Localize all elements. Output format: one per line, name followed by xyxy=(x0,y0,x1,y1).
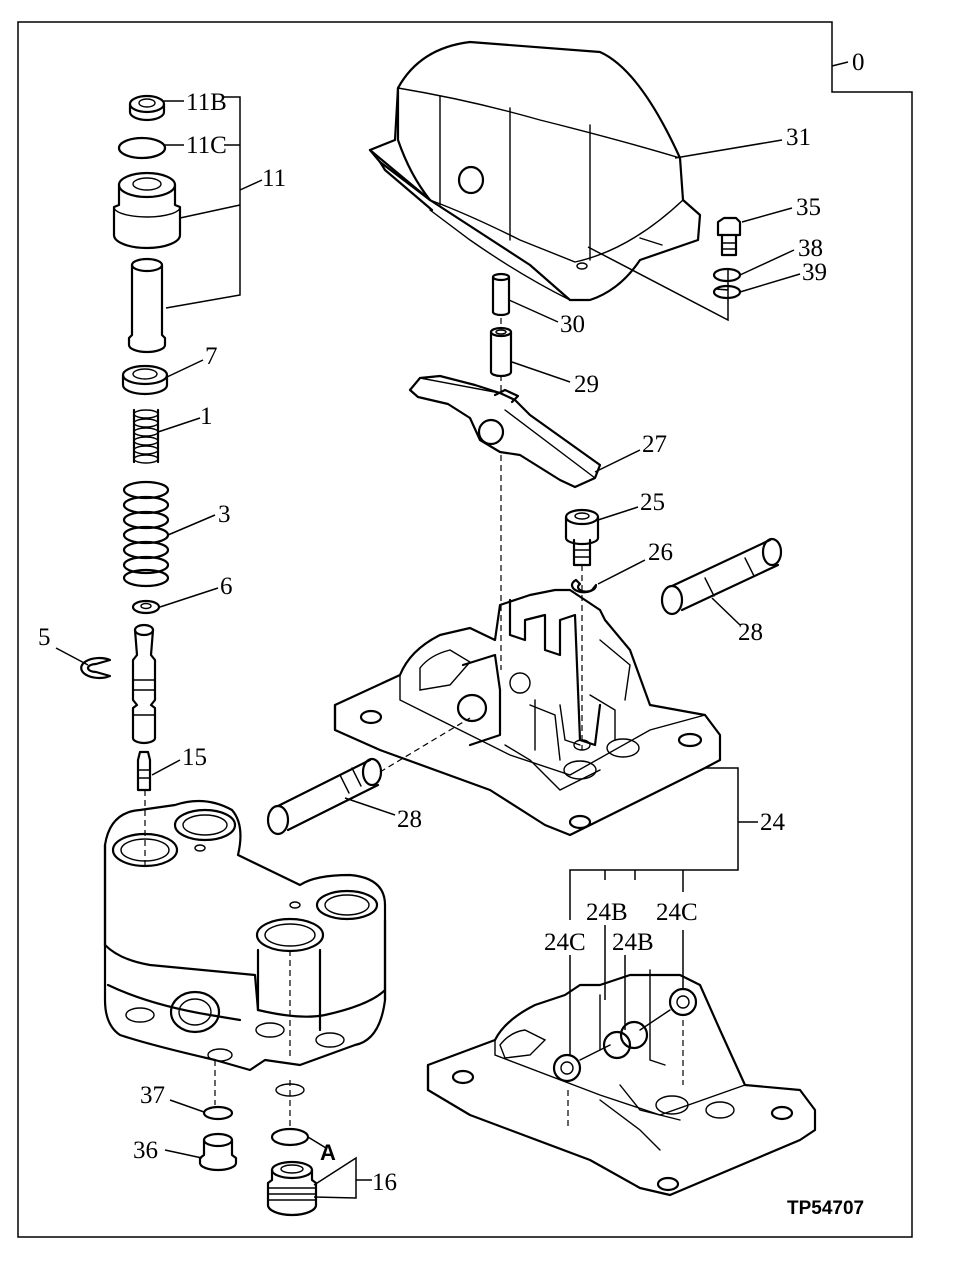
label-A: A xyxy=(320,1140,336,1165)
part-15-pin xyxy=(136,750,152,792)
part-25-cap-screw xyxy=(564,508,600,567)
part-30-pin xyxy=(491,272,511,317)
label-29: 29 xyxy=(574,371,599,398)
label-38: 38 xyxy=(798,235,823,262)
part-24-base-bottom-view xyxy=(426,969,817,1197)
label-24B-lower: 24B xyxy=(612,929,654,956)
part-5-clip xyxy=(80,656,112,680)
label-24C-left: 24C xyxy=(544,929,586,956)
part-11C-o-ring xyxy=(117,136,167,160)
part-37-o-ring xyxy=(202,1105,234,1121)
label-37: 37 xyxy=(140,1082,165,1109)
part-A-o-ring xyxy=(270,1127,310,1147)
label-28-lower: 28 xyxy=(397,806,422,833)
part-38-o-ring xyxy=(712,267,742,283)
part-35-bolt xyxy=(716,216,742,257)
label-31: 31 xyxy=(786,124,811,151)
figure-code: TP54707 xyxy=(787,1198,864,1219)
label-27: 27 xyxy=(642,431,667,458)
part-16-plug xyxy=(266,1160,318,1217)
part-27-lever-arm xyxy=(408,374,602,489)
label-24B-upper: 24B xyxy=(586,899,628,926)
label-0: 0 xyxy=(852,49,865,76)
label-39: 39 xyxy=(802,259,827,286)
label-15: 15 xyxy=(182,744,207,771)
label-7: 7 xyxy=(205,343,218,370)
part-39-o-ring xyxy=(712,284,742,300)
part-29-sleeve xyxy=(489,326,513,378)
part-3-outer-spring xyxy=(122,480,170,588)
label-24: 24 xyxy=(760,809,786,836)
part-plunger xyxy=(127,257,167,354)
label-24C-right: 24C xyxy=(656,899,698,926)
label-5: 5 xyxy=(38,624,51,651)
part-1-inner-spring xyxy=(132,408,160,464)
label-16: 16 xyxy=(372,1169,397,1196)
label-25: 25 xyxy=(640,489,665,516)
label-36: 36 xyxy=(133,1137,158,1164)
label-11: 11 xyxy=(262,165,286,192)
part-valve-body xyxy=(103,790,387,1130)
part-36-plug xyxy=(198,1132,238,1172)
part-7-spring-seat xyxy=(121,364,169,396)
part-28-pin-lower xyxy=(266,717,471,836)
label-28-upper: 28 xyxy=(738,619,763,646)
label-1: 1 xyxy=(200,403,213,430)
label-11C: 11C xyxy=(186,132,227,159)
label-6: 6 xyxy=(220,573,233,600)
label-35: 35 xyxy=(796,194,821,221)
diagram-frame xyxy=(17,21,913,1238)
part-spool xyxy=(131,623,157,745)
part-11B-seal xyxy=(128,94,166,122)
part-11-bushing xyxy=(112,171,182,250)
part-24-base-plate xyxy=(333,588,722,837)
part-31-cover xyxy=(368,40,702,302)
part-28-pin-upper xyxy=(660,537,783,616)
label-26: 26 xyxy=(648,539,673,566)
label-11B: 11B xyxy=(186,89,227,116)
label-30: 30 xyxy=(560,311,585,338)
part-6-washer xyxy=(131,599,161,615)
label-3: 3 xyxy=(218,501,231,528)
part-26-snap-ring xyxy=(570,578,598,594)
